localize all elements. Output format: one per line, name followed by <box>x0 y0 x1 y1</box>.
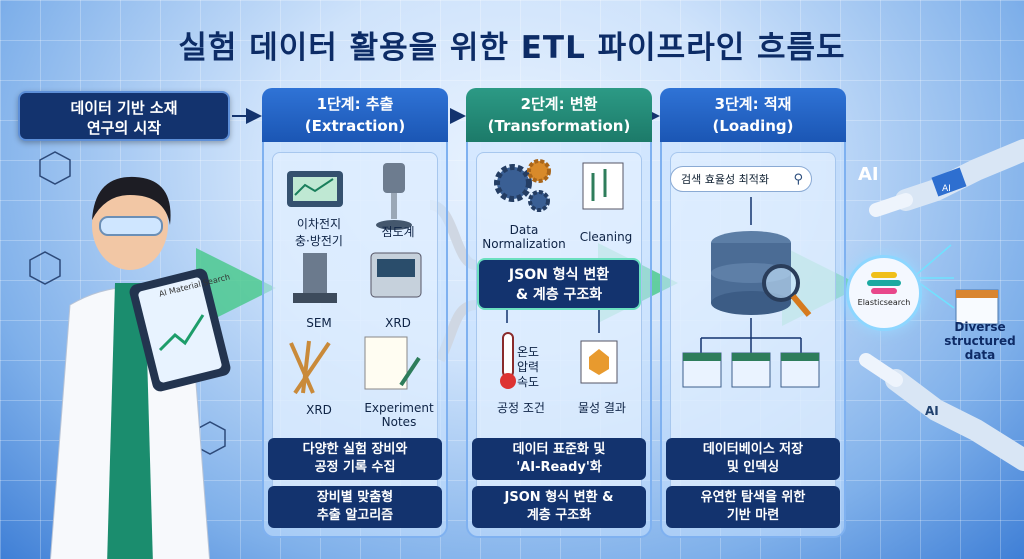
item-viscometer: 점도계 <box>381 225 415 239</box>
item-conditions-list: 온도 압력 속도 <box>517 345 557 390</box>
item-normalization: Data Normalization <box>479 223 569 251</box>
stage-2-footer-2-line2: 계층 구조화 <box>526 508 592 523</box>
stage-3-footer-1-line2: 및 인덱싱 <box>726 460 780 475</box>
stage-1-footer-1-line2: 공정 기록 수집 <box>314 460 396 475</box>
stage-1-header: 1단계: 추출 (Extraction) <box>262 88 448 142</box>
item-notes-line2: Notes <box>381 415 417 429</box>
stage-2-title: 2단계: 변환 <box>520 95 598 113</box>
item-property-results: 물성 결과 <box>578 401 626 415</box>
json-line2: & 계층 구조화 <box>515 287 603 303</box>
scientist-illustration <box>49 176 231 559</box>
stage-1-title: 1단계: 추출 <box>316 95 394 113</box>
item-notes-line1: Experiment <box>364 401 434 415</box>
elasticsearch-logo-icon <box>867 272 901 294</box>
stage-1-footer-1-line1: 다양한 실험 장비와 <box>302 442 408 457</box>
stage-2-footer-2-line1: JSON 형식 변환 & <box>504 490 614 505</box>
stage-3-subtitle: (Loading) <box>712 117 794 135</box>
item-battery-line1: 이차전지 <box>296 217 342 231</box>
stage-2-panel: 2단계: 변환 (Transformation) Data Normalizat… <box>466 88 652 538</box>
start-line-1: 데이터 기반 소재 <box>70 99 178 117</box>
json-line1: JSON 형식 변환 <box>508 267 610 283</box>
database-icons <box>682 197 820 388</box>
stage-1-footer-2-line2: 추출 알고리즘 <box>316 508 394 523</box>
stage-3-header: 3단계: 적재 (Loading) <box>660 88 846 142</box>
stage-3-footer-1: 데이터베이스 저장 및 인덱싱 <box>666 438 840 480</box>
ai-chip-label: AI <box>942 184 951 194</box>
diverse-line3: data <box>964 348 996 362</box>
stage-3-footer-2-line2: 기반 마련 <box>726 508 780 523</box>
stage-2-footer-1-line2: 'AI-Ready'화 <box>516 460 602 475</box>
stage-2-footer-1-line1: 데이터 표준화 및 <box>512 442 606 457</box>
search-icon: ⚲ <box>793 172 803 187</box>
item-sem: SEM <box>306 316 332 330</box>
stage-2-header: 2단계: 변환 (Transformation) <box>466 88 652 142</box>
stage-1-panel: 1단계: 추출 (Extraction) 이차전지 충·방전기 점도계 SEM … <box>262 88 448 538</box>
item-speed: 속도 <box>517 375 540 389</box>
item-normalization-line1: Data <box>509 223 539 237</box>
item-xrd: XRD <box>385 316 411 330</box>
stage-2-subtitle: (Transformation) <box>487 117 631 135</box>
stage-3-title: 3단계: 적재 <box>714 95 792 113</box>
item-pressure: 압력 <box>517 360 540 374</box>
item-notes: Experiment Notes <box>359 401 439 429</box>
elasticsearch-label: Elasticsearch <box>857 298 911 307</box>
start-line-2: 연구의 시작 <box>86 119 162 137</box>
item-normalization-line2: Normalization <box>482 237 566 251</box>
elasticsearch-node: Elasticsearch <box>846 255 922 331</box>
stage-3-footer-2-line1: 유연한 탐색을 위한 <box>700 490 806 505</box>
item-cleaning: Cleaning <box>579 230 633 244</box>
item-battery: 이차전지 충·방전기 <box>279 215 359 249</box>
ai-label-bottom: AI <box>925 404 939 418</box>
stage-1-subtitle: (Extraction) <box>304 117 406 135</box>
start-box: 데이터 기반 소재 연구의 시작 <box>18 91 230 141</box>
item-xrd-2: XRD <box>306 403 332 417</box>
stage-3-footer-2: 유연한 탐색을 위한 기반 마련 <box>666 486 840 528</box>
ai-label-top: AI <box>858 164 879 185</box>
item-process-conditions: 공정 조건 <box>497 401 545 415</box>
item-battery-line2: 충·방전기 <box>295 234 343 248</box>
stage-1-footer-2-line1: 장비별 맞춤형 <box>316 490 394 505</box>
diverse-line2: structured <box>944 334 1016 348</box>
stage-2-footer-1: 데이터 표준화 및 'AI-Ready'화 <box>472 438 646 480</box>
diverse-line1: Diverse <box>954 320 1006 334</box>
stage-1-footer-1: 다양한 실험 장비와 공정 기록 수집 <box>268 438 442 480</box>
equipment-icons <box>287 163 422 395</box>
json-conversion-box: JSON 형식 변환 & 계층 구조화 <box>477 258 641 310</box>
page-title: 실험 데이터 활용을 위한 ETL 파이프라인 흐름도 <box>178 30 846 66</box>
stage-3-panel: 3단계: 적재 (Loading) 데이터베이스 저장 및 인덱싱 <box>660 88 846 538</box>
stage-2-footer-2: JSON 형식 변환 & 계층 구조화 <box>472 486 646 528</box>
stage-1-footer-2: 장비별 맞춤형 추출 알고리즘 <box>268 486 442 528</box>
search-optimization-text: 검색 효율성 최적화 <box>681 173 769 186</box>
robot-hands-illustration <box>859 139 1024 471</box>
stage-3-footer-1-line1: 데이터베이스 저장 <box>702 442 804 457</box>
search-optimization-box: 검색 효율성 최적화 ⚲ <box>670 166 812 192</box>
item-temperature: 온도 <box>517 345 540 359</box>
diverse-data-label: Diverse structured data <box>940 320 1020 362</box>
